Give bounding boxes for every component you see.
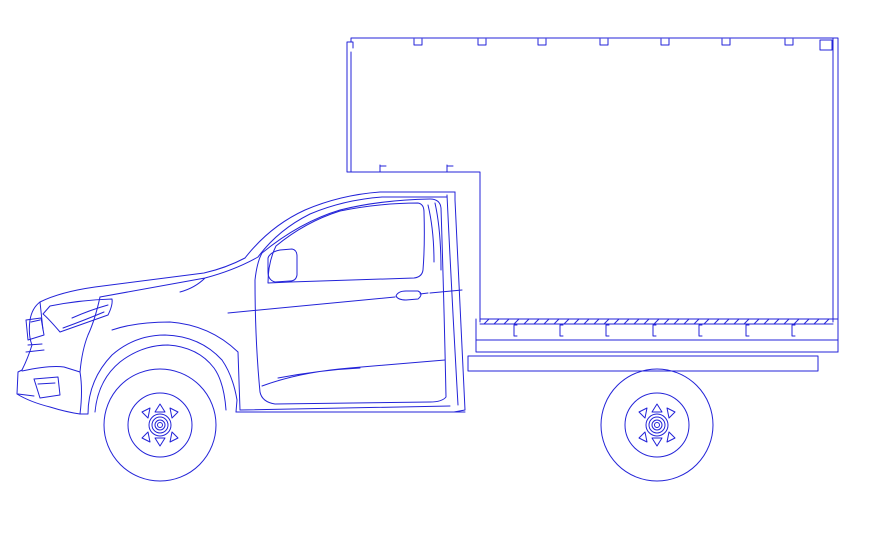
front-rim-vents <box>141 403 179 447</box>
front-hub-mid <box>151 416 169 434</box>
door <box>254 198 447 405</box>
rear-rim-vents <box>638 403 676 447</box>
rear-hub-inner <box>651 419 663 431</box>
door-lower-crease <box>261 359 446 387</box>
rear-wheel <box>600 368 714 482</box>
rocker-panel <box>235 405 466 413</box>
roof-brackets <box>413 38 794 46</box>
front-rim <box>127 392 193 458</box>
front-wheel-arch <box>79 334 238 415</box>
lower-brackets <box>379 164 454 173</box>
cargo-box <box>346 37 839 372</box>
cab-body <box>16 191 466 415</box>
rear-hub-mid <box>648 416 666 434</box>
rear-hub-center <box>654 422 660 428</box>
window-inner-line <box>427 202 442 271</box>
rear-rim <box>624 392 690 458</box>
side-mirror <box>267 248 298 283</box>
rear-tire <box>600 368 714 482</box>
door-outline <box>254 198 447 405</box>
headlight <box>42 298 113 333</box>
rear-hub-outer <box>645 413 669 437</box>
front-hub-inner <box>154 419 166 431</box>
front-wheel <box>103 368 217 482</box>
line-art <box>16 37 839 482</box>
cab-rear-pillar <box>446 191 466 413</box>
hood <box>39 256 259 303</box>
front-hub-outer <box>148 413 172 437</box>
front-bumper <box>17 366 82 415</box>
door-window <box>267 202 425 284</box>
cargo-box-outline <box>346 37 839 353</box>
cab-roof <box>244 191 456 259</box>
grille <box>25 317 45 353</box>
door-handle <box>395 290 429 301</box>
front-hub-center <box>157 422 163 428</box>
floor-hatching <box>483 318 830 325</box>
crossmember-brackets <box>513 324 796 337</box>
body-crease <box>227 289 463 314</box>
front-fender <box>79 296 241 411</box>
chassis-rail <box>467 355 819 372</box>
front-tire <box>103 368 217 482</box>
